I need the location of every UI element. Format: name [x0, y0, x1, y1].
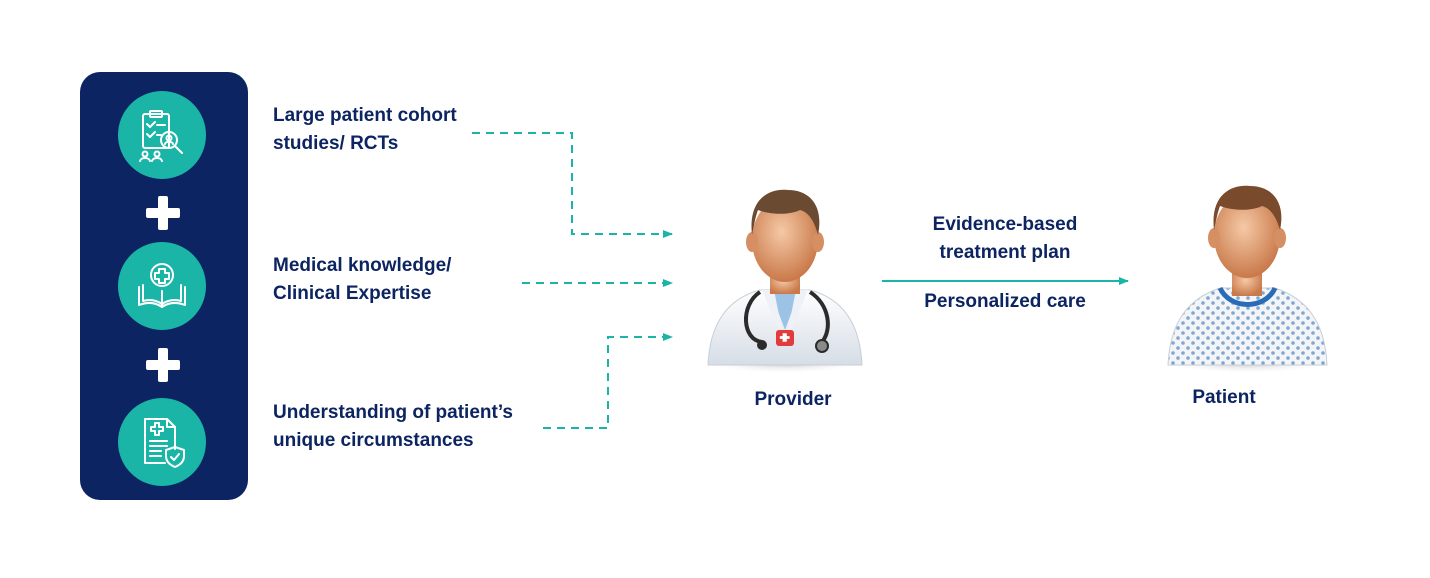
outcome-line: treatment plan	[939, 242, 1071, 263]
input-label-medical-knowledge: Medical knowledge/ Clinical Expertise	[273, 252, 451, 308]
input-label-line: studies/ RCTs	[273, 133, 399, 154]
arrow-cohort-to-provider	[472, 132, 673, 238]
outcome-treatment-plan: Evidence-based treatment plan	[900, 211, 1110, 267]
input-label-line: Medical knowledge/	[273, 255, 452, 276]
inputs-panel	[80, 72, 248, 500]
arrow-circumstances-to-provider	[543, 333, 673, 429]
input-label-line: Understanding of patient’s	[273, 402, 513, 423]
medical-book-icon	[118, 242, 206, 330]
input-label-patient-circumstances: Understanding of patient’s unique circum…	[273, 399, 513, 455]
input-label-line: Large patient cohort	[273, 105, 457, 126]
outcome-line: Personalized care	[924, 291, 1086, 312]
input-label-cohort-studies: Large patient cohort studies/ RCTs	[273, 102, 457, 158]
patient-label: Patient	[1164, 384, 1284, 412]
medical-document-shield-icon	[118, 398, 206, 486]
provider-label: Provider	[733, 386, 853, 414]
patient-icon	[1160, 185, 1334, 374]
doctor-icon	[700, 189, 870, 374]
input-label-line: unique circumstances	[273, 430, 474, 451]
plus-icon	[144, 346, 182, 384]
input-label-line: Clinical Expertise	[273, 283, 432, 304]
outcome-line: Evidence-based	[932, 214, 1078, 235]
outcome-personalized-care: Personalized care	[900, 288, 1110, 316]
provider-label-text: Provider	[754, 389, 832, 410]
patient-label-text: Patient	[1192, 387, 1256, 408]
plus-icon	[144, 194, 182, 232]
clipboard-research-icon	[118, 91, 206, 179]
